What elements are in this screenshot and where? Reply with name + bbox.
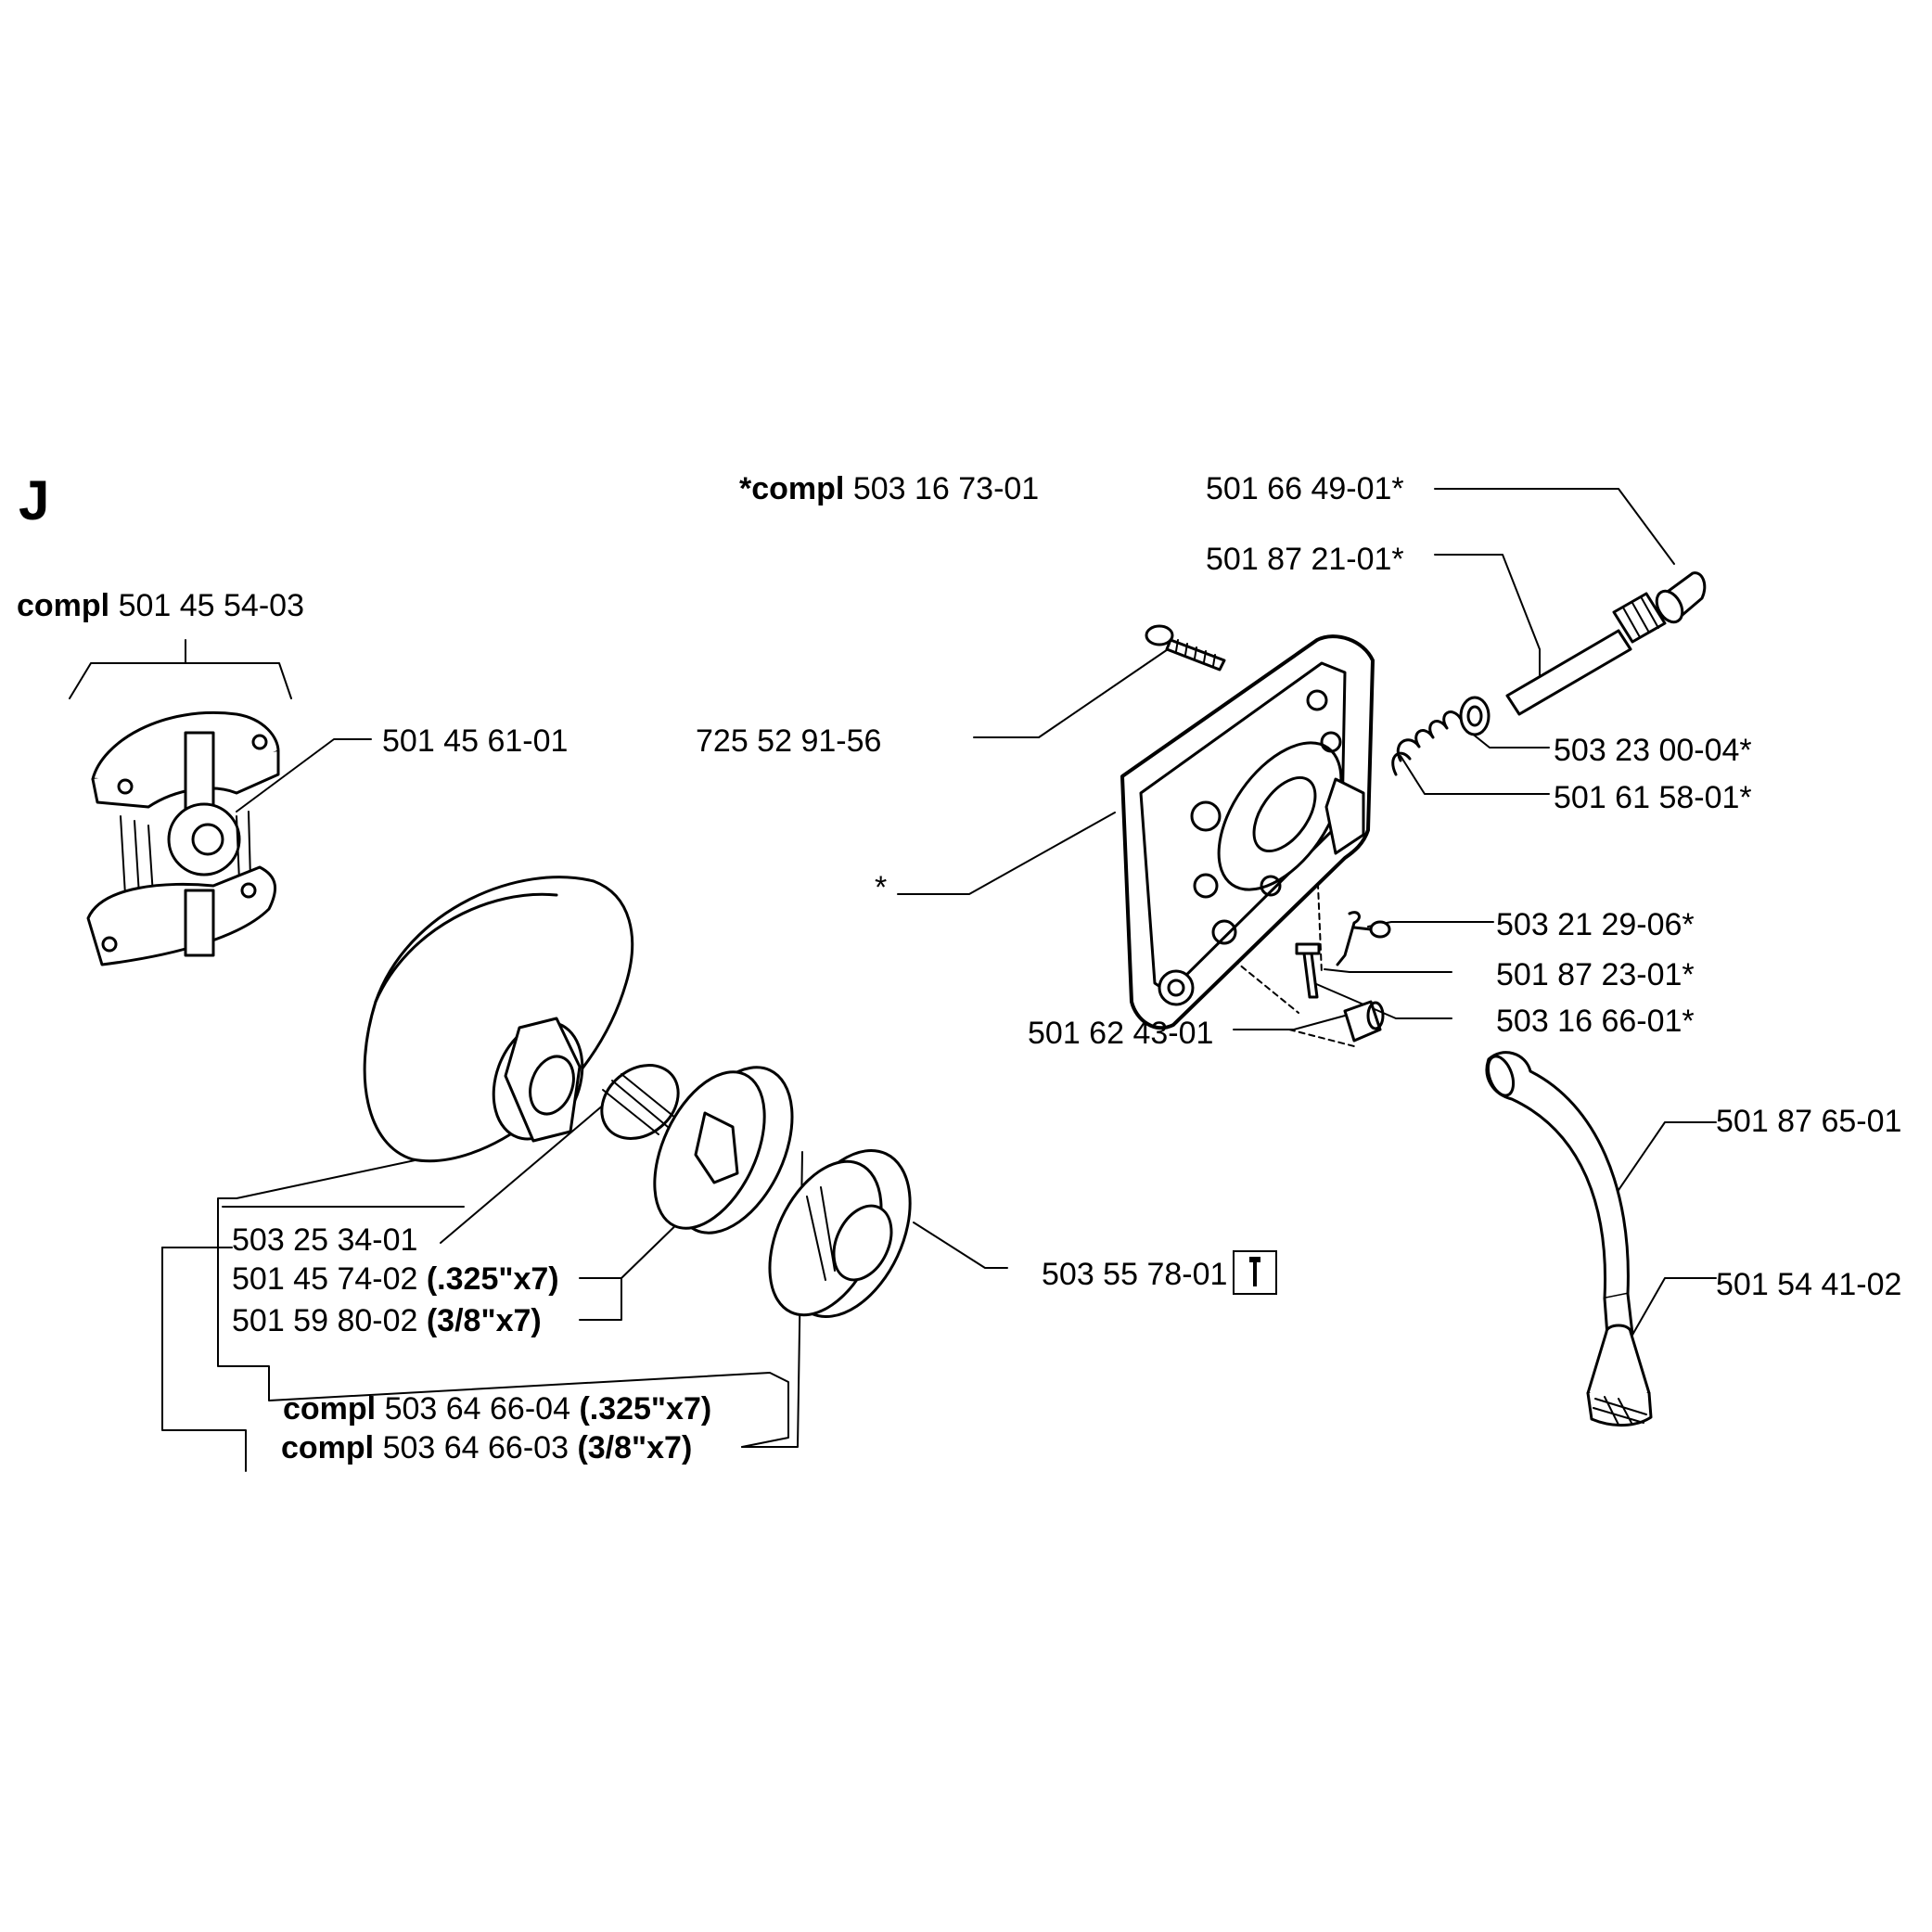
label-compl-503-64-66-03: compl 503 64 66-03 (3/8"x7) (281, 1432, 692, 1464)
part-number: 501 59 80-02 (232, 1303, 418, 1338)
section-letter: J (19, 469, 50, 531)
label-501-45-74-02: 501 45 74-02 (.325"x7) (232, 1263, 559, 1295)
pump-spring-drawing (1391, 710, 1463, 776)
oil-strainer-drawing (1586, 1324, 1653, 1427)
spring-clip-drawing (1336, 911, 1361, 966)
label-501-62-43-01: 501 62 43-01 (1028, 1016, 1214, 1051)
part-number: 503 64 66-04 (384, 1391, 570, 1427)
label-501-87-21-01: 501 87 21-01* (1206, 542, 1404, 577)
label-501-59-80-02: 501 59 80-02 (3/8"x7) (232, 1305, 542, 1337)
part-number: 503 55 78-01 (1042, 1256, 1228, 1292)
label-503-23-00-04: 503 23 00-04* (1554, 733, 1752, 768)
needle-bearing-drawing (600, 1064, 680, 1140)
label-501-87-23-01: 501 87 23-01* (1496, 957, 1695, 992)
leader-lines (69, 488, 1717, 1344)
part-number: 501 45 54-03 (118, 588, 304, 623)
label-501-61-58-01: 501 61 58-01* (1554, 780, 1752, 815)
oil-pump-drawing (1120, 634, 1375, 1030)
label-compl-503-64-66-04: compl 503 64 66-04 (.325"x7) (283, 1393, 711, 1425)
label-501-45-61-01: 501 45 61-01 (382, 723, 569, 759)
compl-word: compl (281, 1430, 375, 1465)
clutch-drawing (86, 711, 280, 966)
pump-washer-drawing (1459, 696, 1491, 736)
spur-sprocket-drawing (768, 1148, 912, 1319)
compl-word: *compl (739, 471, 845, 506)
oil-hose-drawing (1485, 1051, 1634, 1337)
label-star-pump-body: * (875, 870, 888, 905)
pump-bolt-drawing (1145, 624, 1226, 672)
rim-sprocket-drawing (653, 1066, 794, 1235)
pump-small-screw-drawing (1352, 920, 1391, 939)
label-501-54-41-02: 501 54 41-02 (1716, 1267, 1902, 1302)
plug-drawing (1343, 1000, 1385, 1043)
part-number: 503 16 73-01 (852, 471, 1040, 506)
part-number: 503 64 66-03 (382, 1430, 569, 1465)
label-compl-501-45-54-03: compl 501 45 54-03 (17, 590, 304, 621)
compl-word: compl (17, 588, 110, 623)
label-725-52-91-56: 725 52 91-56 (696, 723, 882, 759)
spec-38: (3/8"x7) (577, 1430, 693, 1465)
part-number: 501 45 74-02 (232, 1261, 418, 1297)
label-501-87-65-01: 501 87 65-01 (1716, 1104, 1902, 1139)
label-503-21-29-06: 503 21 29-06* (1496, 907, 1695, 942)
label-503-16-66-01: 503 16 66-01* (1496, 1004, 1695, 1039)
label-501-66-49-01: 501 66 49-01* (1206, 471, 1404, 506)
spec-325: (.325"x7) (579, 1391, 712, 1427)
spec-325: (.325"x7) (426, 1261, 559, 1297)
pump-cap-drawing (1655, 571, 1707, 624)
label-503-55-78-01: 503 55 78-01 (1042, 1250, 1278, 1299)
adjusting-screw-drawing (1295, 942, 1321, 999)
wrench-tool-icon (1233, 1250, 1278, 1295)
label-compl-503-16-73-01: *compl 503 16 73-01 (739, 473, 1039, 505)
label-503-25-34-01: 503 25 34-01 (232, 1222, 418, 1258)
spec-38: (3/8"x7) (426, 1303, 542, 1338)
clutch-drum-drawing (363, 876, 633, 1163)
compl-word: compl (283, 1391, 377, 1427)
pump-piston-drawing (1505, 592, 1667, 716)
